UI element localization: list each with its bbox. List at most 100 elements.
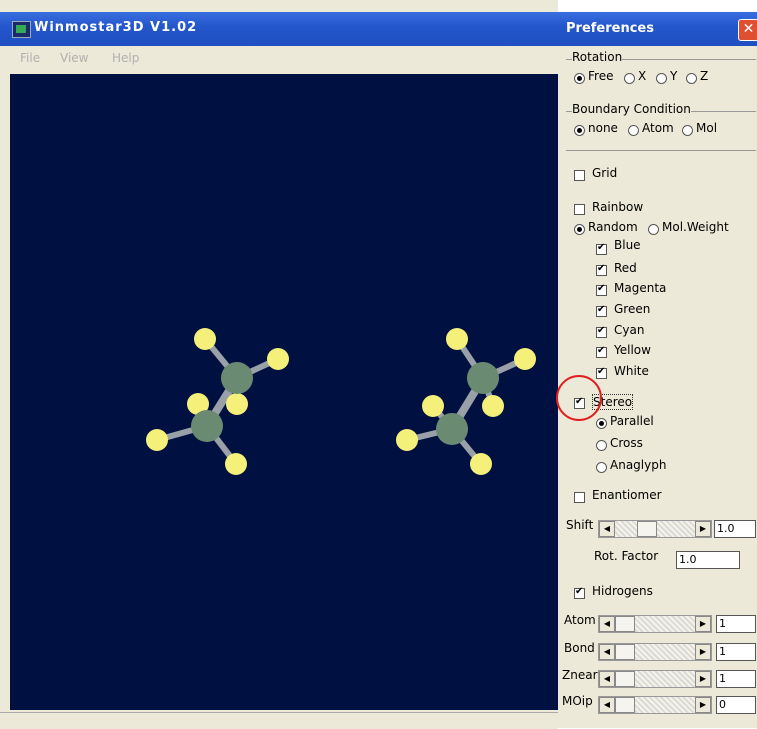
menu-help[interactable]: Help (112, 51, 140, 65)
random-label: Random (588, 220, 638, 234)
boundary-mol-radio[interactable] (682, 125, 693, 136)
main-title-bar[interactable]: Winmostar3D V1.02 (0, 12, 558, 46)
parallel-radio[interactable] (596, 418, 607, 429)
boundary-atom-radio[interactable] (628, 125, 639, 136)
rainbow-checkbox[interactable] (574, 204, 585, 215)
slider-thumb[interactable] (615, 616, 635, 632)
enantiomer-checkbox[interactable] (574, 492, 585, 503)
red-label: Red (614, 261, 637, 275)
scroll-left-icon[interactable]: ◀ (599, 671, 615, 687)
rotation-label: Rotation (572, 50, 623, 64)
magenta-checkbox[interactable] (596, 283, 607, 296)
scroll-left-icon[interactable]: ◀ (599, 697, 615, 713)
rotation-x-label: X (638, 69, 647, 83)
anaglyph-radio[interactable] (596, 462, 607, 473)
scroll-right-icon[interactable]: ▶ (695, 521, 711, 537)
scroll-right-icon[interactable]: ▶ (695, 671, 711, 687)
red-checkbox[interactable] (596, 263, 607, 276)
scroll-left-icon[interactable]: ◀ (599, 616, 615, 632)
scroll-right-icon[interactable]: ▶ (695, 644, 711, 660)
rotation-group (566, 59, 756, 60)
shift-slider[interactable]: ◀ ▶ (598, 520, 712, 538)
scroll-right-icon[interactable]: ▶ (695, 697, 711, 713)
rotation-z-label: Z (700, 69, 709, 83)
main-window: Winmostar3D V1.02 File View Help (0, 0, 558, 729)
bond-label: Bond (564, 641, 595, 655)
rainbow-label: Rainbow (592, 200, 644, 214)
znear-label: Znear (562, 668, 598, 682)
molweight-radio[interactable] (648, 224, 659, 235)
yellow-checkbox[interactable] (596, 345, 607, 358)
menu-bar: File View Help (0, 46, 558, 72)
cyan-label: Cyan (614, 323, 645, 337)
close-icon[interactable]: ✕ (738, 19, 757, 41)
scroll-left-icon[interactable]: ◀ (599, 521, 615, 537)
boundary-mol-label: Mol (696, 121, 718, 135)
separator (566, 150, 756, 151)
random-radio[interactable] (574, 224, 585, 235)
cross-label: Cross (610, 436, 643, 450)
scroll-left-icon[interactable]: ◀ (599, 644, 615, 660)
rotation-free-label: Free (588, 69, 614, 83)
rot-factor-input[interactable]: 1.0 (676, 551, 740, 569)
rotation-x-radio[interactable] (624, 73, 635, 84)
molecule-right (396, 328, 536, 475)
hydrogens-label: Hidrogens (592, 584, 653, 598)
preferences-window: Preferences ✕ Rotation Free X Y Z Bounda… (558, 12, 757, 728)
shift-label: Shift (566, 518, 594, 532)
status-bar (0, 712, 558, 729)
anaglyph-label: Anaglyph (610, 458, 667, 472)
app-icon (12, 21, 31, 38)
highlight-circle (556, 375, 602, 421)
shift-value[interactable]: 1.0 (714, 520, 756, 538)
hydrogens-checkbox[interactable] (574, 586, 585, 599)
atom-label: Atom (564, 613, 596, 627)
menu-view[interactable]: View (60, 51, 89, 65)
menu-file[interactable]: File (20, 51, 41, 65)
slider-thumb[interactable] (615, 671, 635, 687)
boundary-label: Boundary Condition (572, 102, 691, 116)
boundary-none-radio[interactable] (574, 125, 585, 136)
molecule-left (146, 328, 289, 475)
yellow-label: Yellow (614, 343, 651, 357)
znear-value[interactable]: 1 (716, 670, 756, 688)
preferences-title-bar[interactable]: Preferences ✕ (558, 12, 757, 46)
moip-slider[interactable]: ◀ ▶ (598, 696, 712, 714)
znear-slider[interactable]: ◀ ▶ (598, 670, 712, 688)
green-label: Green (614, 302, 651, 316)
parallel-label: Parallel (610, 414, 654, 428)
slider-thumb[interactable] (615, 697, 635, 713)
bond-value[interactable]: 1 (716, 643, 756, 661)
grid-label: Grid (592, 166, 618, 180)
atom-slider[interactable]: ◀ ▶ (598, 615, 712, 633)
green-checkbox[interactable] (596, 304, 607, 317)
atom-value[interactable]: 1 (716, 615, 756, 633)
slider-thumb[interactable] (615, 644, 635, 660)
cross-radio[interactable] (596, 440, 607, 451)
blue-checkbox[interactable] (596, 242, 607, 255)
enantiomer-label: Enantiomer (592, 488, 662, 502)
magenta-label: Magenta (614, 281, 667, 295)
slider-thumb[interactable] (637, 521, 657, 537)
preferences-title: Preferences (566, 21, 654, 36)
molweight-label: Mol.Weight (662, 220, 729, 234)
rotation-free-radio[interactable] (574, 73, 585, 84)
moip-value[interactable]: 0 (716, 696, 756, 714)
cyan-checkbox[interactable] (596, 325, 607, 338)
white-checkbox[interactable] (596, 366, 607, 379)
molecule-render (146, 328, 536, 475)
grid-checkbox[interactable] (574, 170, 585, 181)
rotation-y-radio[interactable] (656, 73, 667, 84)
main-title-text: Winmostar3D V1.02 (34, 20, 198, 35)
rotation-z-radio[interactable] (686, 73, 697, 84)
boundary-none-label: none (588, 121, 618, 135)
scroll-right-icon[interactable]: ▶ (695, 616, 711, 632)
molecule-viewport[interactable] (10, 74, 558, 710)
bond-slider[interactable]: ◀ ▶ (598, 643, 712, 661)
rot-factor-label: Rot. Factor (594, 549, 659, 563)
moip-label: MOip (562, 694, 593, 708)
rotation-y-label: Y (670, 69, 678, 83)
blue-label: Blue (614, 238, 641, 252)
boundary-atom-label: Atom (642, 121, 674, 135)
white-label: White (614, 364, 649, 378)
